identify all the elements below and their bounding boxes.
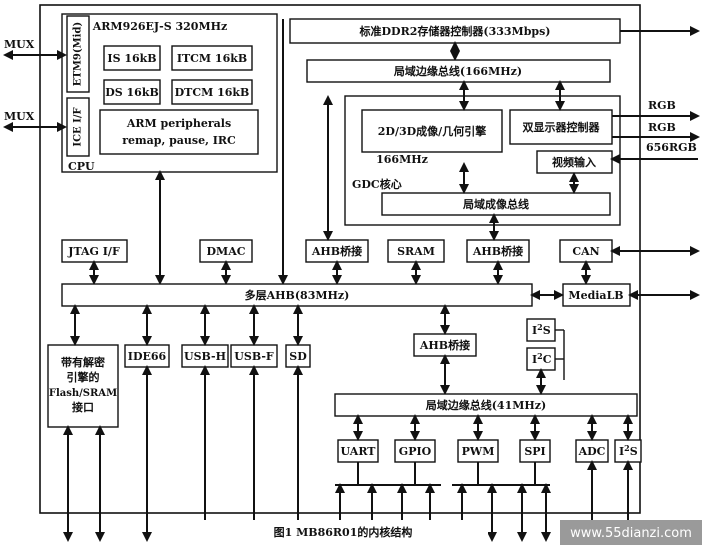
ds-label: DS 16kB (105, 86, 159, 99)
flash-if-line4: 接口 (72, 400, 94, 414)
rgb-3-label: 656RGB (646, 141, 697, 154)
local-bus-166-block (306, 59, 611, 83)
pwm-label: PWM (462, 445, 495, 458)
sram-label: SRAM (397, 245, 435, 258)
local-bus-41-block (334, 393, 638, 417)
arm-peripherals-line1: ARM peripherals (126, 117, 231, 130)
dual-display-label: 双显示器控制器 (523, 120, 601, 134)
jtag-label: JTAG I/F (67, 245, 120, 258)
sd-label: SD (289, 350, 307, 363)
ide66-label: IDE66 (128, 350, 167, 363)
watermark-text: www.55dianzi.com (570, 526, 692, 541)
uart-label: UART (341, 445, 377, 458)
i2s-bottom-label: I2S (619, 443, 638, 458)
gdc-engine-label: 2D/3D成像/几何引擎 (378, 124, 486, 138)
itcm-label: ITCM 16kB (177, 52, 247, 65)
is-label: IS 16kB (107, 52, 156, 65)
etm-block (66, 15, 90, 93)
dmac-label: DMAC (206, 245, 245, 258)
can-label: CAN (572, 245, 599, 258)
itcm-block (171, 45, 253, 71)
usb-f-label: USB-F (234, 350, 274, 363)
rgb-2-label: RGB (648, 121, 676, 134)
caption-backdrop (198, 520, 488, 544)
gdc-engine-block (361, 109, 503, 153)
i2s-top-label: I2S (532, 322, 551, 337)
local-bus-166-label: 局域边缘总线(166MHz) (393, 64, 522, 78)
watermark-backdrop (560, 520, 702, 545)
video-in-label: 视频输入 (552, 155, 596, 169)
dual-display-block (509, 109, 613, 145)
etm-label: ETM9(Mid) (73, 22, 84, 86)
ahb-bridge-2-label: AHB桥接 (472, 244, 523, 258)
ahb-bridge-3-label: AHB桥接 (419, 338, 470, 352)
dtcm-label: DTCM 16kB (175, 86, 250, 99)
mux-bottom-label: MUX (4, 110, 35, 123)
adc-label: ADC (578, 445, 606, 458)
gdc-core-label: GDC核心 (352, 177, 402, 191)
ddr2-controller-label: 标准DDR2存储器控制器(333Mbps) (359, 24, 551, 38)
i2c-label: I2C (532, 351, 552, 366)
ahb-bridge-1-label: AHB桥接 (311, 244, 362, 258)
cpu-label: CPU (68, 160, 95, 173)
image-bus-label: 局域成像总线 (462, 197, 529, 211)
flash-if-line3: Flash/SRAM (49, 388, 117, 399)
flash-if-line1: 带有解密 (61, 355, 105, 369)
flash-sram-interface-block (47, 344, 119, 428)
gdc-engine-freq: 166MHz (376, 153, 428, 166)
mux-top-label: MUX (4, 38, 35, 51)
multilayer-ahb-label: 多层AHB(83MHz) (245, 288, 350, 302)
figure-caption: 图1 MB86R01的内核结构 (274, 525, 413, 539)
ds-block (103, 79, 161, 105)
ice-block (66, 97, 90, 157)
is-block (103, 45, 161, 71)
usb-h-label: USB-H (184, 350, 226, 363)
flash-if-line2: 引擎的 (67, 370, 100, 384)
local-bus-41-label: 局域边缘总线(41MHz) (425, 398, 547, 412)
ice-label: ICE I/F (73, 107, 84, 146)
arm-peripherals-block (99, 109, 259, 155)
medialb-label: MediaLB (568, 289, 623, 302)
rgb-1-label: RGB (648, 99, 676, 112)
cpu-title: ARM926EJ-S 320MHz (92, 20, 228, 33)
dtcm-block (171, 79, 253, 105)
arm-peripherals-line2: remap, pause, IRC (122, 134, 236, 147)
gpio-label: GPIO (399, 445, 432, 458)
spi-label: SPI (524, 445, 545, 458)
